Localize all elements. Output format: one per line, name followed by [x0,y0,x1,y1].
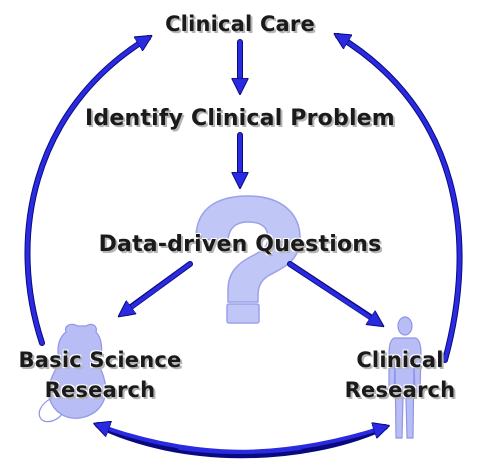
arc-left-to-clinical-care [25,38,148,345]
arc-right-to-clinical-care [338,36,462,362]
basic-science-research-label: Basic Science Research [0,345,200,405]
arrow-questions-to-clinical-research [288,262,380,324]
data-driven-questions-label: Data-driven Questions [98,232,382,257]
mouse-silhouette-icon [38,323,107,423]
clinical-research-line2: Research [344,378,456,402]
clinical-research-line1: Clinical [356,348,444,372]
basic-science-line2: Research [44,378,156,402]
basic-science-line1: Basic Science [18,348,182,372]
arc-bottom-outline [95,422,388,459]
person-silhouette-icon [388,316,422,439]
identify-clinical-problem-label: Identify Clinical Problem [85,106,395,131]
arc-bottom-to-basic-science [98,425,302,454]
clinical-research-label: Clinical Research [320,345,480,405]
question-mark-icon [195,195,301,324]
clinical-care-label: Clinical Care [165,12,315,36]
arrow-questions-to-basic-science [122,262,192,314]
arc-left-outline [24,35,151,346]
